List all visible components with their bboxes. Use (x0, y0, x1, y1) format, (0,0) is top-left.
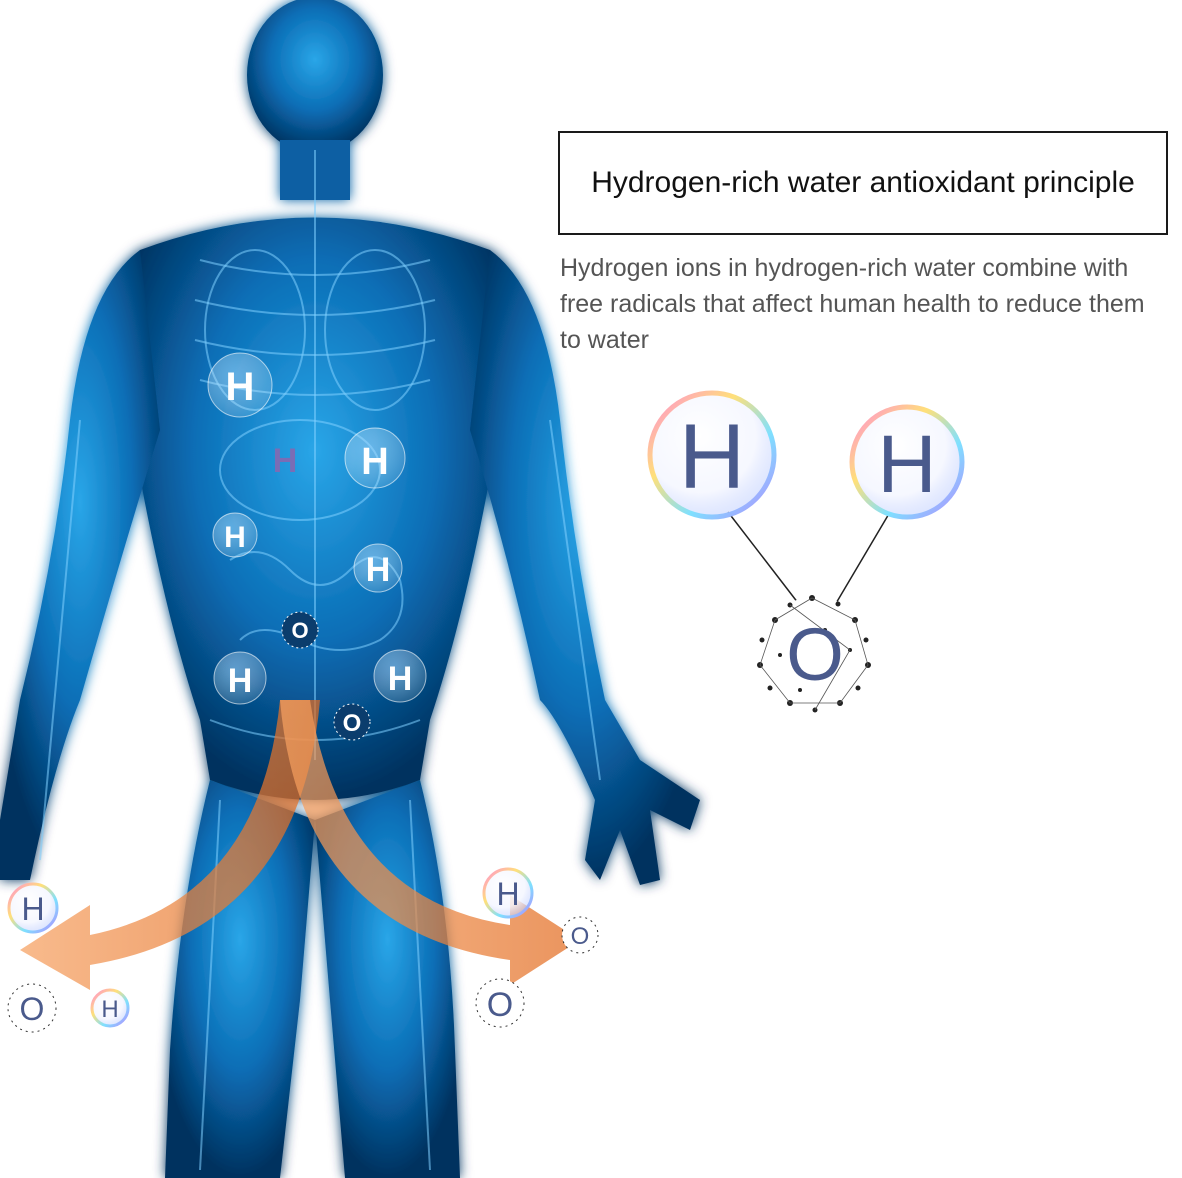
svg-text:H: H (21, 891, 44, 927)
svg-text:H: H (228, 662, 253, 700)
svg-text:O: O (20, 991, 45, 1027)
hydrogen-bubble: H (373, 649, 427, 703)
svg-text:H: H (224, 521, 246, 554)
title-box: Hydrogen-rich water antioxidant principl… (558, 131, 1168, 235)
bond-line-right (834, 511, 891, 606)
svg-text:H: H (361, 441, 388, 483)
oxygen-radical: O (561, 916, 599, 954)
hydrogen-bubble: H (207, 352, 273, 418)
output-atoms: H H O H O O (7, 867, 599, 1033)
hydrogen-bubble: H (212, 512, 258, 558)
svg-text:O: O (291, 618, 308, 643)
bond-line-left (727, 511, 806, 613)
svg-text:H: H (679, 406, 745, 508)
description-text: Hydrogen ions in hydrogen-rich water com… (560, 254, 1145, 354)
oxygen-radical: O (7, 983, 57, 1033)
water-molecule-diagram: H H O (647, 390, 965, 713)
oxygen-radical: O (281, 611, 319, 649)
svg-text:H: H (366, 551, 391, 589)
svg-text:O: O (786, 613, 844, 696)
svg-text:O: O (343, 710, 362, 737)
svg-text:O: O (571, 923, 590, 950)
svg-text:H: H (388, 660, 413, 698)
right-arrow (280, 700, 580, 985)
oxygen-radical: O (333, 703, 371, 741)
svg-text:H: H (101, 996, 118, 1023)
hydrogen-atom-left: H (647, 390, 777, 520)
hydrogen-atom-right: H (849, 404, 965, 520)
svg-text:H: H (226, 365, 255, 409)
svg-text:H: H (496, 876, 519, 912)
svg-text:H: H (273, 442, 298, 480)
oxygen-free-radical: O (757, 595, 873, 713)
svg-text:O: O (487, 986, 513, 1024)
svg-text:H: H (877, 419, 936, 510)
hydrogen-bubble: H (482, 867, 534, 919)
hydrogen-bubble: H (273, 442, 298, 480)
reaction-arrows (20, 700, 580, 990)
hydrogen-bubble: H (90, 988, 130, 1028)
hydrogen-bubble: H (213, 651, 267, 705)
diagram-title: Hydrogen-rich water antioxidant principl… (591, 166, 1135, 199)
hydrogen-bubble: H (344, 427, 406, 489)
hydrogen-bubble: H (353, 543, 403, 593)
hydrogen-bubble: H (7, 882, 59, 934)
oxygen-radical: O (475, 978, 525, 1028)
body-hydrogen-bubbles: H H H H H H H O O (207, 352, 427, 741)
